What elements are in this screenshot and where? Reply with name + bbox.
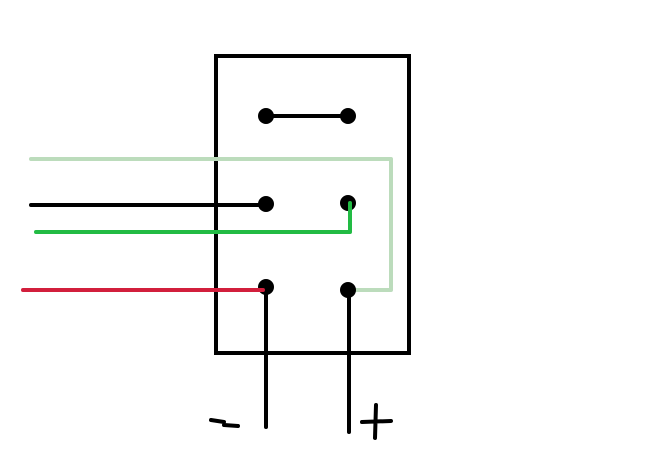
light-green-wire (29, 157, 393, 292)
terminal-top-left (258, 108, 274, 124)
green-wire (34, 201, 352, 234)
terminal-top-right (340, 108, 356, 124)
terminal-bottom-right (340, 282, 356, 298)
terminal-bottom-left (258, 279, 274, 295)
minus-sign (209, 418, 240, 428)
terminal-middle-left (258, 196, 274, 212)
plus-sign (360, 403, 393, 440)
